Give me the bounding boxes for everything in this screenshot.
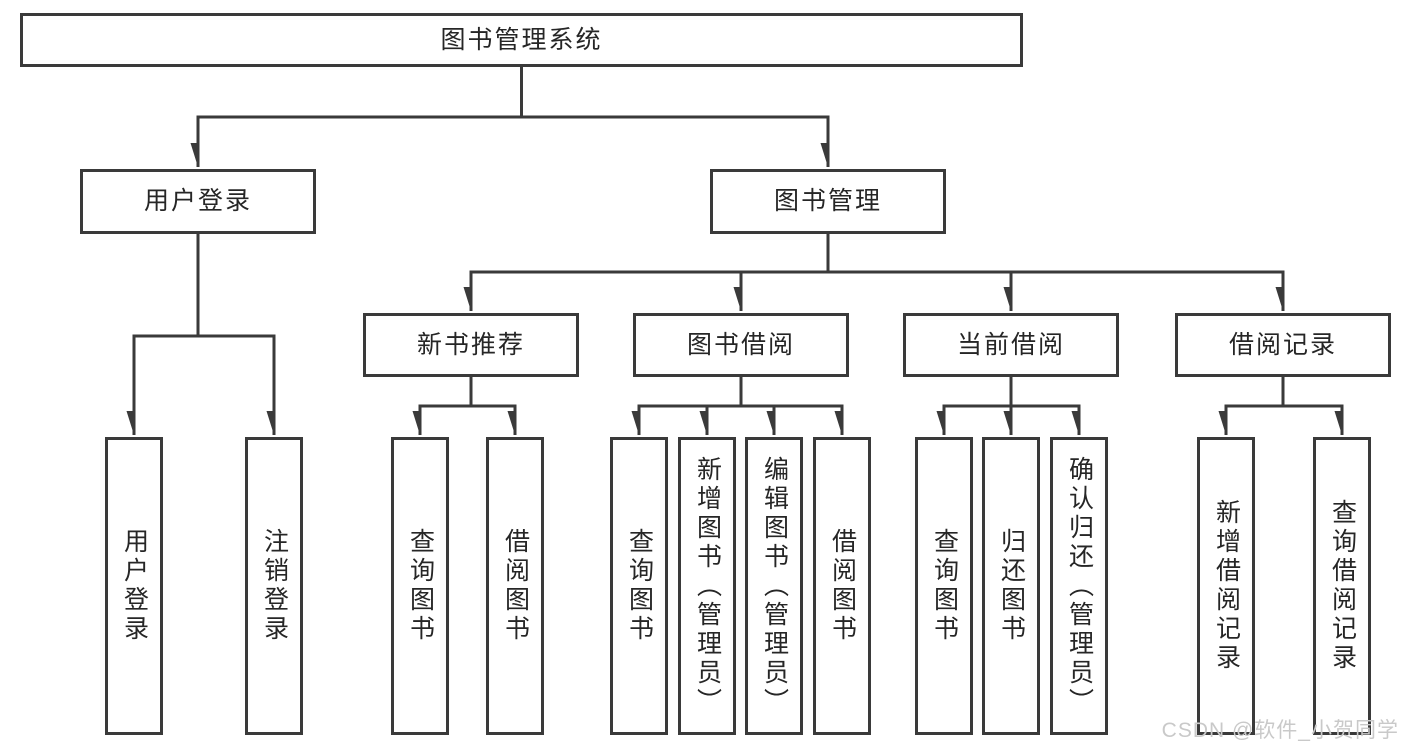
leaf-label: 查询图书	[930, 528, 959, 644]
leaf-label: 确认归还（管理员）	[1065, 455, 1094, 717]
leaf-bb-query-books: 查询图书	[610, 437, 668, 735]
leaf-label: 编辑图书（管理员）	[760, 455, 789, 717]
leaf-label: 查询图书	[625, 528, 654, 644]
leaf-label: 归还图书	[997, 528, 1026, 644]
leaf-cb-return-books: 归还图书	[982, 437, 1040, 735]
node-book-management: 图书管理	[710, 169, 946, 234]
node-new-book-recommend: 新书推荐	[363, 313, 579, 377]
leaf-bb-add-books-admin: 新增图书（管理员）	[678, 437, 736, 735]
connector-skeleton	[132, 65, 1344, 408]
leaf-label: 借阅图书	[501, 528, 530, 644]
leaf-br-query-record: 查询借阅记录	[1313, 437, 1371, 735]
leaf-label: 注销登录	[260, 528, 289, 644]
leaf-logout: 注销登录	[245, 437, 303, 735]
node-library-system: 图书管理系统	[20, 13, 1023, 67]
leaf-label: 用户登录	[120, 528, 149, 644]
leaf-bb-borrow-books: 借阅图书	[813, 437, 871, 735]
leaf-cb-confirm-return-admin: 确认归还（管理员）	[1050, 437, 1108, 735]
node-user-login: 用户登录	[80, 169, 316, 234]
leaf-label: 新增借阅记录	[1212, 499, 1241, 673]
node-current-borrowing: 当前借阅	[903, 313, 1119, 377]
leaf-label: 查询借阅记录	[1328, 499, 1357, 673]
leaf-cb-query-books: 查询图书	[915, 437, 973, 735]
leaf-label: 查询图书	[406, 528, 435, 644]
leaf-label: 新增图书（管理员）	[693, 455, 722, 717]
leaf-user-login: 用户登录	[105, 437, 163, 735]
node-borrowing-records: 借阅记录	[1175, 313, 1391, 377]
leaf-br-add-record: 新增借阅记录	[1197, 437, 1255, 735]
leaf-nb-query-books: 查询图书	[391, 437, 449, 735]
leaf-label: 借阅图书	[828, 528, 857, 644]
leaf-bb-edit-books-admin: 编辑图书（管理员）	[745, 437, 803, 735]
leaf-nb-borrow-books: 借阅图书	[486, 437, 544, 735]
node-book-borrowing: 图书借阅	[633, 313, 849, 377]
